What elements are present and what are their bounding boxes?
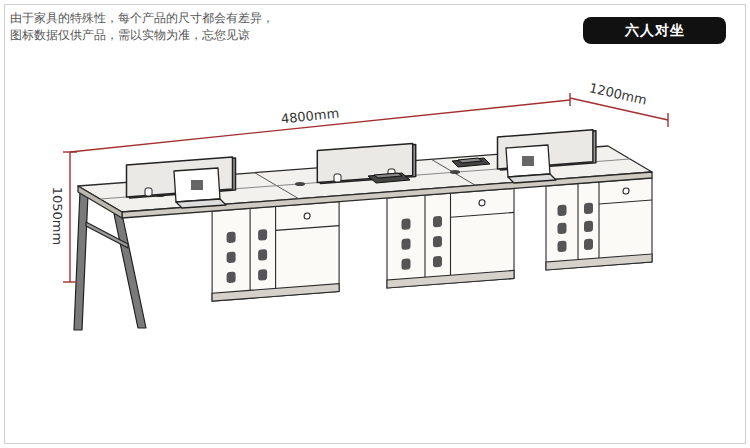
dimension-label: 1200mm	[588, 80, 648, 107]
pedestal-cabinet	[433, 216, 442, 228]
pedestal-cabinet	[402, 218, 411, 230]
laptop	[506, 145, 550, 177]
pedestal-cabinet	[402, 258, 411, 270]
desk-leg	[86, 222, 128, 248]
pedestal-cabinet	[451, 212, 515, 217]
pedestal-cabinet	[402, 238, 411, 250]
dimension-label: 4800mm	[280, 106, 340, 127]
desk-item	[368, 173, 410, 183]
pedestal-cabinet	[227, 229, 268, 283]
note-text: 由于家具的特殊性，每个产品的尺寸都会有差异， 图标数据仅供产品，需以实物为准，忘…	[10, 10, 280, 44]
laptop	[522, 156, 534, 166]
pedestal-cabinet	[387, 188, 514, 288]
pedestal-cabinet	[577, 184, 578, 260]
desk-screen	[317, 143, 412, 182]
pedestal-cabinet	[433, 236, 442, 248]
pedestal-cabinet	[433, 256, 442, 268]
pedestal-cabinet	[450, 193, 451, 275]
pedestal-cabinet	[623, 188, 629, 194]
pedestal-cabinet	[275, 206, 276, 288]
pedestal-cabinet	[558, 222, 567, 234]
desk-leg	[114, 214, 146, 328]
laptop	[191, 180, 203, 190]
desk-top	[450, 170, 460, 174]
dimension-line	[63, 93, 668, 282]
pedestal-cabinet	[479, 200, 485, 206]
desk-item	[368, 158, 490, 183]
desk-top	[295, 182, 305, 186]
pedestal-cabinet	[584, 238, 593, 250]
laptop	[508, 174, 556, 183]
pedestal-cabinet	[258, 249, 267, 261]
pedestal-cabinet	[304, 213, 310, 219]
desk-screen	[334, 174, 341, 182]
dimension-line	[70, 100, 570, 152]
pedestal-cabinet	[558, 240, 567, 252]
dimension-line	[569, 93, 570, 106]
laptop	[174, 168, 220, 202]
pedestal-cabinet	[558, 204, 567, 216]
desk-leg	[74, 191, 88, 330]
badge-text: 六人对坐	[625, 22, 685, 40]
pedestal-cabinet	[387, 188, 514, 288]
pedestal-cabinet	[546, 178, 652, 270]
desk-top	[78, 186, 122, 218]
dimension-label: 4800mm	[280, 106, 340, 127]
pedestal-cabinet	[558, 202, 594, 252]
frame-border	[5, 5, 746, 444]
desk-item	[452, 158, 490, 167]
note-text: 由于家具的特殊性，每个产品的尺寸都会有差异， 图标数据仅供产品，需以实物为准，忘…	[10, 11, 274, 42]
pedestal-cabinet	[212, 202, 339, 302]
dimension-label: 1050mm	[50, 187, 65, 245]
dimension-line	[63, 151, 77, 152]
laptop	[174, 145, 556, 208]
pedestal-cabinet	[424, 195, 425, 277]
pedestal-cabinet	[212, 202, 339, 302]
dimension-label: 1200mm	[588, 80, 648, 107]
pedestal-cabinet	[250, 208, 251, 290]
pedestal-cabinet	[598, 182, 599, 258]
desk-screen	[145, 188, 152, 196]
pedestal-cabinet	[599, 200, 652, 204]
pedestal-cabinet	[402, 216, 443, 270]
pedestal-cabinet	[258, 229, 267, 241]
dimension-line	[63, 281, 77, 282]
desk-item	[458, 158, 482, 163]
pedestal-cabinet	[227, 251, 236, 263]
pedestal-cabinet	[227, 231, 236, 243]
dimension-line	[69, 152, 70, 282]
pedestal-cabinet	[546, 178, 652, 270]
pedestal-cabinet	[584, 220, 593, 232]
title-badge: 六人对坐	[583, 17, 726, 44]
dimension-label: 1050mm	[50, 187, 65, 245]
desk-item	[374, 173, 402, 178]
pedestal-cabinet	[276, 226, 340, 231]
pedestal-cabinet	[227, 271, 236, 283]
dimension-line	[667, 113, 668, 127]
pedestal-cabinet	[584, 202, 593, 214]
laptop	[176, 199, 226, 208]
desk-screen	[127, 130, 596, 198]
pedestal-cabinet	[258, 269, 267, 281]
